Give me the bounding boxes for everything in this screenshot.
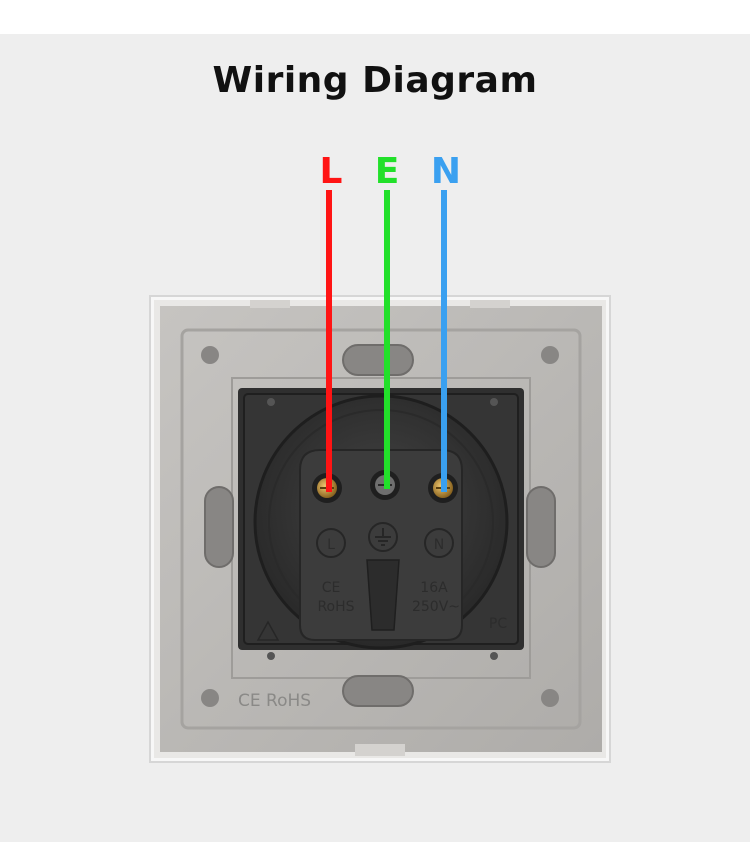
mounting-slot-right (526, 486, 556, 568)
wire-label-neutral: N (431, 151, 461, 192)
wire-label-live: L (320, 151, 343, 192)
screw-hole-top-right (541, 346, 559, 364)
screw-hole-bottom-right (541, 689, 559, 707)
mounting-slot-left (204, 486, 234, 568)
mounting-slot-bottom (342, 675, 414, 707)
terminal-neutral-marking: N (434, 537, 444, 553)
ce-marking: CE (322, 580, 341, 596)
screw-hole-bottom-left (201, 689, 219, 707)
terminal-live-marking: L (327, 537, 335, 553)
mounting-slot-top (342, 344, 414, 376)
material-marking: PC (489, 616, 507, 632)
rating-voltage: 250V~ (412, 599, 460, 615)
earth-symbol-icon (368, 522, 398, 552)
rohs-marking: RoHS (317, 599, 354, 615)
socket-module: L N CE RoHS 16A 250V~ PC (238, 388, 524, 660)
rating-current: 16A (420, 580, 448, 596)
recycle-icon (256, 620, 280, 641)
plate-marking: CE RoHS (238, 691, 311, 711)
diagram-title: Wiring Diagram (212, 60, 538, 101)
wire-label-earth: E (375, 151, 400, 192)
screw-hole-top-left (201, 346, 219, 364)
